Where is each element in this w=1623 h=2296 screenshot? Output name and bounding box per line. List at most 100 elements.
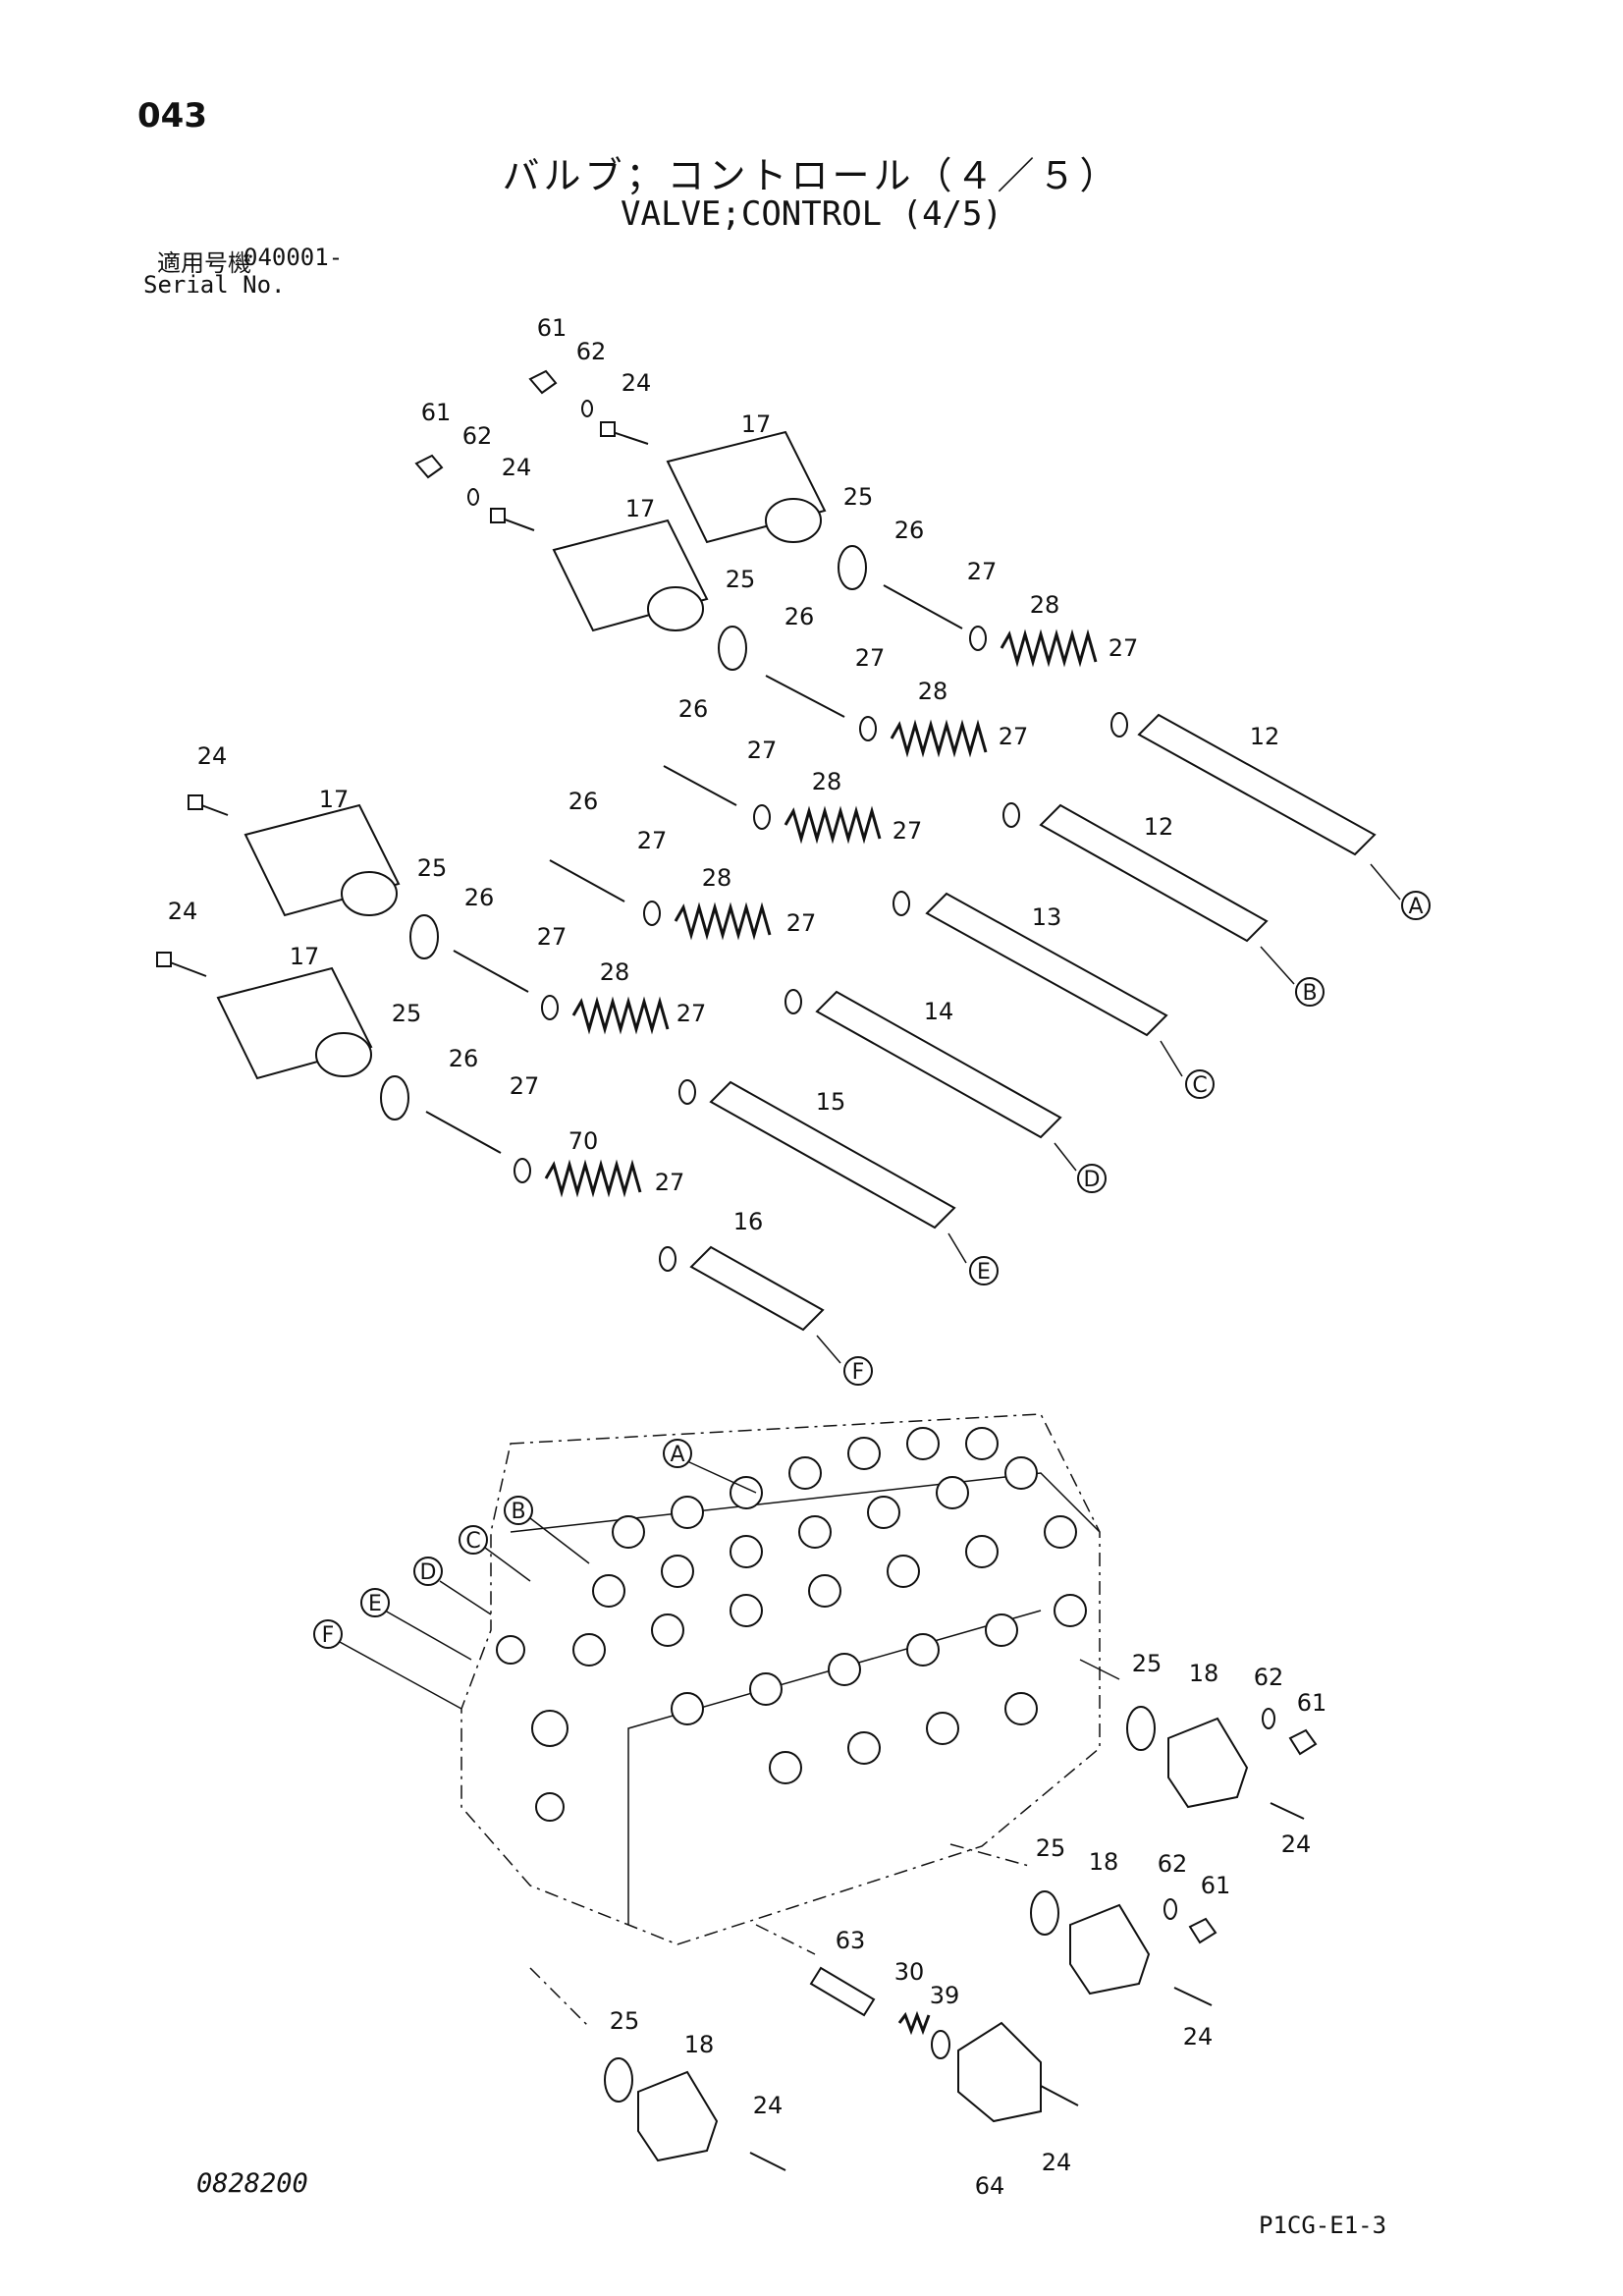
cover-18b [1069,1903,1151,1995]
plug-61 [528,369,558,395]
part-label: 27 [967,558,998,585]
part-label: 27 [655,1169,685,1196]
washer-27f [893,891,910,916]
washer-27g [643,901,661,926]
bolt-24g [1040,2085,1079,2106]
connection-letter-f: F [322,1623,335,1648]
circle-b [1295,977,1325,1007]
part-label: 24 [168,898,198,925]
part-label: 12 [1250,723,1280,750]
part-label: 25 [417,854,448,882]
port [936,1476,969,1509]
part-label: 61 [1297,1689,1327,1717]
row-a-parts [528,369,1431,920]
part-label: 61 [421,399,452,426]
part-label: 25 [1036,1834,1066,1862]
leader [755,1924,816,1955]
port [867,1496,900,1529]
connection-letter-d: D [420,1560,437,1585]
port [1054,1594,1087,1627]
spring-70 [544,1159,642,1198]
spool-14 [815,990,1062,1139]
port [847,1731,881,1765]
circle-e [969,1256,999,1285]
part-label: 26 [784,603,815,630]
part-label: 28 [812,768,842,795]
title-english: VALVE;CONTROL (4/5) [621,194,1002,234]
port [906,1633,940,1667]
port [531,1710,568,1747]
figure-code: P1CG-E1-3 [1259,2212,1387,2239]
connection-letter-a: A [1408,895,1423,919]
part-label: 62 [576,338,607,365]
connection-letter-a: A [670,1443,684,1467]
bolt-24f [1173,1987,1213,2006]
bolt-26d [549,859,625,902]
o-ring-25b [718,626,747,671]
circle-c [1185,1069,1215,1099]
part-label: 28 [702,864,732,892]
port [926,1712,959,1745]
left-cover-group [529,1967,786,2171]
page-number: 043 [137,96,207,136]
part-label: 27 [999,723,1029,750]
port [661,1555,694,1588]
port [572,1633,606,1667]
port [651,1613,684,1647]
circle-letters: A B C D E F A B C D E F [322,895,1424,1648]
port [612,1515,645,1549]
port [592,1574,625,1608]
o-ring-62b [467,488,479,506]
row-b-parts [414,454,1325,1007]
valve-63 [809,1966,876,2017]
bolt-26c [663,765,737,806]
spool-13 [925,892,1168,1037]
part-label: 61 [1201,1872,1231,1899]
part-label: 18 [684,2031,715,2058]
leader-c [1160,1040,1183,1077]
washer-27j [678,1079,696,1105]
circle-body-a [663,1439,692,1468]
port [906,1427,940,1460]
leader-d [1054,1142,1077,1172]
serial-label-japanese: 適用号機 [157,249,251,277]
port [749,1672,783,1706]
part-label: 26 [678,695,709,723]
port [671,1692,704,1725]
part-label: 62 [462,422,493,450]
washer-27l [659,1246,676,1272]
bolt-24e [1270,1802,1305,1820]
o-ring-39 [931,2030,950,2059]
spring-28c [784,805,882,845]
spring-28d [674,902,772,941]
part-label: 24 [622,369,652,397]
port [671,1496,704,1529]
leader-body-e [384,1610,472,1661]
part-label: 62 [1254,1664,1284,1691]
cover-17c-face [341,871,398,916]
leader-a [1370,863,1401,901]
o-ring-25 [838,545,867,590]
port [985,1613,1018,1647]
part-label: 28 [600,958,630,986]
spool-12b [1039,803,1269,943]
connection-letter-d: D [1084,1168,1101,1192]
leader-body-d [439,1580,492,1615]
part-label: 62 [1158,1850,1188,1878]
connection-letter-b: B [1302,981,1317,1006]
connection-letter-f: F [852,1360,865,1385]
port [496,1635,525,1665]
bolt-head-24 [600,421,616,437]
row-e-parts [453,950,999,1285]
relief-group [755,1924,1079,2123]
part-label: 25 [726,566,756,593]
body-outline [460,1413,1101,1945]
part-label: 27 [786,909,817,937]
bolt-26b [765,675,845,718]
part-label: 25 [1132,1650,1163,1677]
circle-body-c [459,1525,488,1555]
connection-letter-e: E [977,1260,991,1285]
port [887,1555,920,1588]
leader [529,1967,590,2028]
row-c-parts [663,765,1215,1099]
